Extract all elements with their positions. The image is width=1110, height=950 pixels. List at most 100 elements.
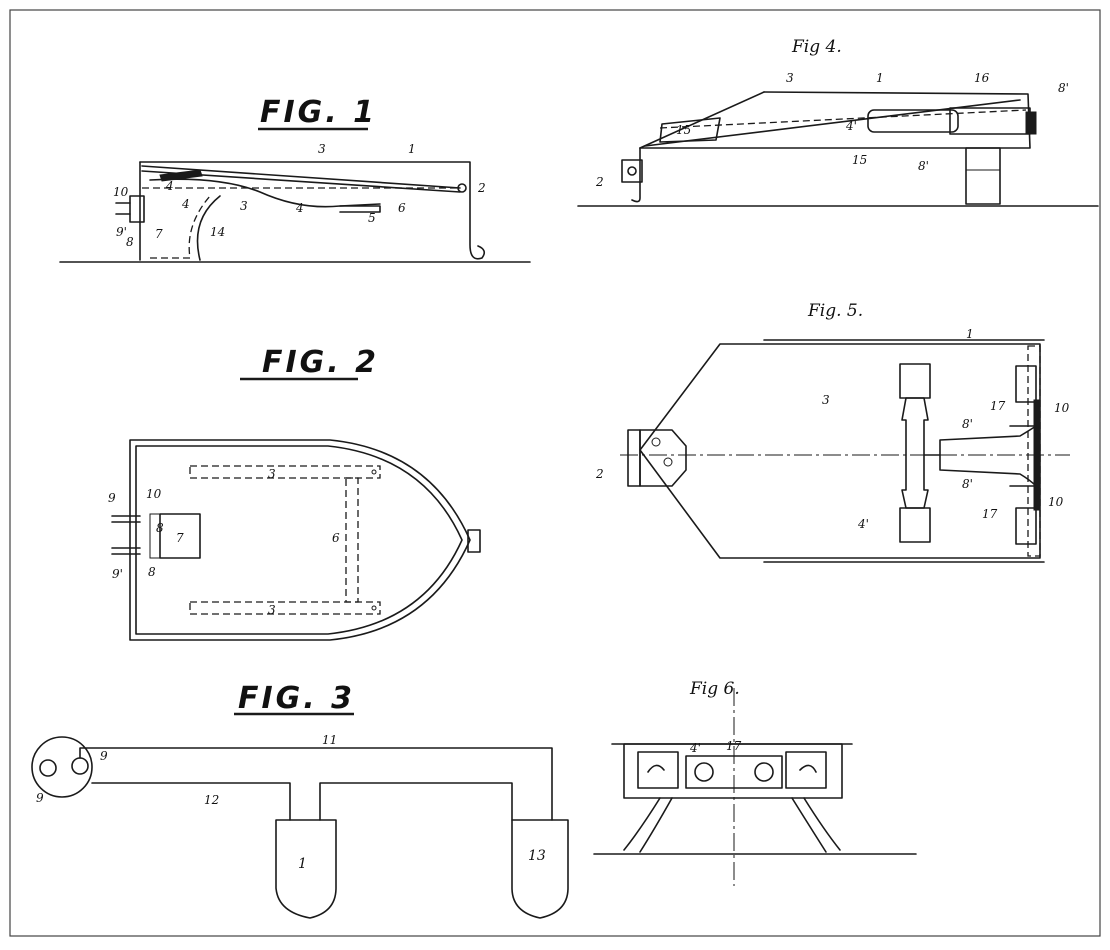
fig5-hole <box>651 437 661 447</box>
fig1-label: 2 <box>477 181 486 195</box>
fig5-body-outline <box>639 343 1041 559</box>
fig4-label: 4' <box>845 119 857 133</box>
fig5-label: 8' <box>962 477 973 491</box>
fig3-plug <box>31 736 93 798</box>
fig2-label: 8 <box>156 521 164 535</box>
figure-6: Fig 6. 4' 17 <box>593 679 917 886</box>
fig3-wire-11 <box>79 747 553 821</box>
fig4-resistor <box>867 109 959 133</box>
fig2-hole <box>371 605 377 611</box>
fig3-pin <box>39 759 57 777</box>
fig1-label: 5 <box>368 211 376 225</box>
fig4-label: 8' <box>918 159 929 173</box>
fig5-label: 4' <box>857 517 869 531</box>
fig1-label: 4 <box>181 197 190 211</box>
fig5-contact-strip <box>1033 399 1041 511</box>
fig1-hinge <box>457 183 467 193</box>
fig2-label: 3 <box>268 603 276 617</box>
fig2-label: 9 <box>108 491 116 505</box>
fig1-label: 7 <box>155 227 163 241</box>
fig4-label: 15 <box>852 153 867 167</box>
fig5-label: 1 <box>966 327 974 341</box>
fig4-label: 3 <box>786 71 794 85</box>
fig4-label: 1 <box>876 71 884 85</box>
fig2-bar-bottom <box>189 601 381 615</box>
fig4-label: 8' <box>1058 81 1069 95</box>
fig5-label: 17 <box>982 507 998 521</box>
fig6-resistor-right <box>754 762 774 782</box>
fig5-pad <box>1015 365 1037 403</box>
fig1-label: 9' <box>116 225 127 239</box>
fig1-plug <box>129 195 145 223</box>
fig5-label: 3 <box>822 393 830 407</box>
fig5-rim <box>763 339 1045 563</box>
fig2-inner-shape <box>135 445 463 635</box>
fig3-wire-12 <box>91 782 291 821</box>
fig6-label: 17 <box>726 739 742 753</box>
fig6-springs <box>647 764 817 773</box>
fig3-label: 9 <box>36 791 44 805</box>
figure-2: FIG. 2 3 3 6 7 8 8 9 9' 10 <box>108 345 481 641</box>
fig6-left-leg <box>623 797 673 853</box>
fig3-pin <box>71 757 89 775</box>
fig4-element-15 <box>659 117 721 143</box>
fig6-resistor-left <box>694 762 714 782</box>
fig3-label: 11 <box>322 733 337 747</box>
fig2-label: 3 <box>268 467 276 481</box>
fig5-pad <box>1015 507 1037 545</box>
fig6-left-pad <box>637 751 679 789</box>
fig5-label: 10 <box>1048 495 1064 509</box>
fig4-top-plate <box>644 99 1021 147</box>
figure-5: Fig. 5. 1 3 2 17 8' 10 8' 17 10 <box>595 301 1070 563</box>
fig5-label: 17 <box>990 399 1006 413</box>
sheet-border <box>9 9 1101 937</box>
fig4-title: Fig 4. <box>791 37 842 57</box>
fig1-label: 3 <box>318 142 326 156</box>
fig6-right-leg <box>791 797 841 853</box>
fig1-body-outline <box>139 161 486 260</box>
fig2-label: 6 <box>332 531 340 545</box>
fig6-resistor-block <box>685 755 783 789</box>
fig4-label: 16 <box>974 71 990 85</box>
fig6-label: 4' <box>689 741 701 755</box>
fig5-wire-upper <box>923 425 1037 456</box>
fig1-label: 4 <box>165 179 174 193</box>
fig4-hidden-line <box>659 109 1027 129</box>
fig2-label: 9' <box>112 567 123 581</box>
fig4-leg <box>631 147 641 203</box>
fig1-hatched-part <box>159 169 203 182</box>
fig1-label: 14 <box>210 225 225 239</box>
fig4-hinge <box>621 159 643 183</box>
fig1-label: 10 <box>113 185 129 199</box>
fig2-cross-bar <box>345 477 359 603</box>
fig3-element-13 <box>511 819 569 919</box>
fig5-label: 2 <box>595 467 604 481</box>
fig5-resistor-end <box>899 507 931 543</box>
fig1-label: 8 <box>126 235 134 249</box>
fig2-outer-shape <box>129 439 471 641</box>
fig1-label: 4 <box>295 201 304 215</box>
fig3-wire-return <box>319 782 513 821</box>
fig4-stand <box>965 147 1001 205</box>
fig3-label: 13 <box>528 848 546 864</box>
fig6-title: Fig 6. <box>689 679 740 699</box>
fig4-label: 2 <box>595 175 604 189</box>
fig1-part-5 <box>339 205 381 213</box>
fig2-nose-cap <box>467 529 481 553</box>
fig1-hidden-support <box>150 195 211 259</box>
fig2-element-8 <box>149 513 161 559</box>
fig2-hole <box>371 469 377 475</box>
fig1-spring-element <box>149 178 381 208</box>
fig2-bar-top <box>189 465 381 479</box>
fig5-label: 8' <box>962 417 973 431</box>
fig3-label: 12 <box>204 793 219 807</box>
fig2-label: 10 <box>146 487 162 501</box>
fig4-hinge-pin <box>627 166 637 176</box>
figure-3: FIG. 3 9 9 11 12 1 13 <box>31 681 569 919</box>
fig6-right-pad <box>785 751 827 789</box>
figure-1: FIG. 1 1 2 3 3 4 4 4 5 6 7 8 <box>59 95 531 263</box>
fig2-label: 8 <box>148 565 156 579</box>
fig1-label: 1 <box>408 142 416 156</box>
